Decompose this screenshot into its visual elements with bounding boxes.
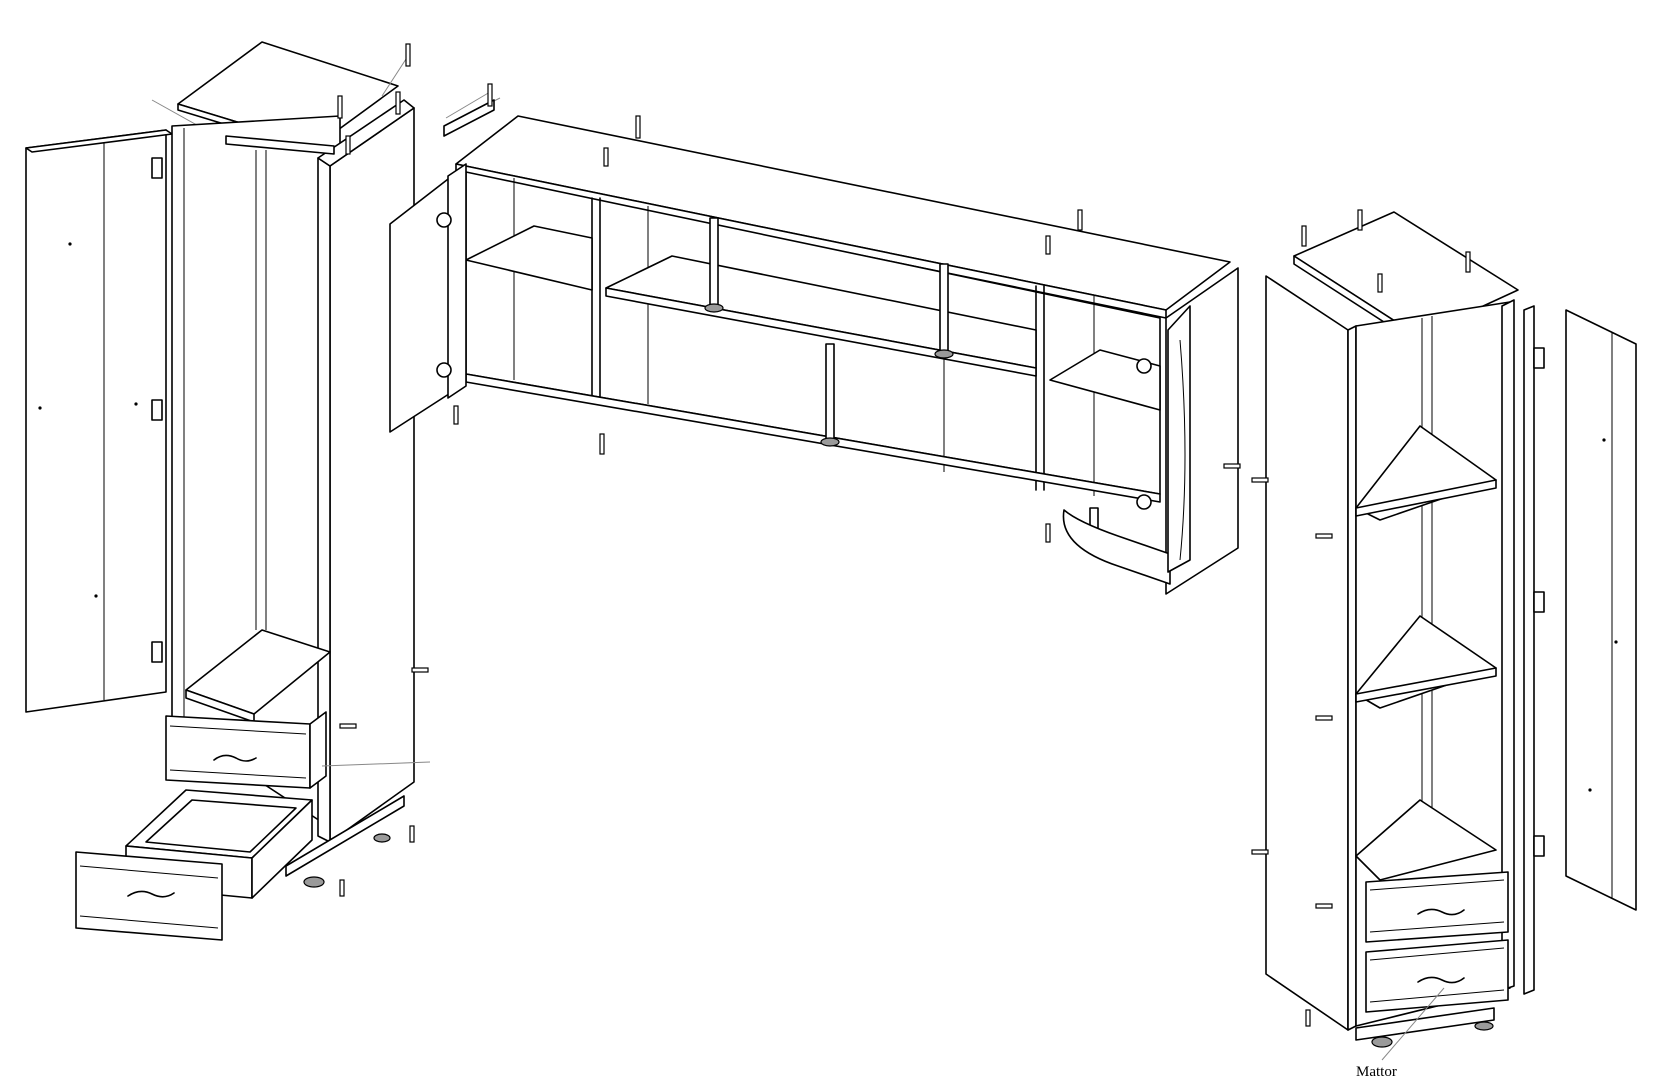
right-cabinet-left-side [1265,275,1349,1031]
door-hinge-icon [151,157,163,663]
wall-unit-shelf [1049,349,1161,411]
drawer-handle-icon [1417,976,1465,984]
drawer-handle-icon [1417,908,1465,916]
callout-label: Mattor [1356,1064,1397,1080]
dowel-pin-icon [337,43,429,897]
drawer-front-panel [75,851,223,941]
door-hinge-icon [1136,494,1152,510]
dowel-pin-icon [1251,209,1471,1027]
center-wall-unit [389,83,1241,595]
right-cabinet-plinth [1355,1007,1495,1041]
curved-shelf [1062,509,1171,585]
wall-unit-left-door [389,163,467,433]
wall-unit-right-door [1167,305,1191,573]
adjustable-leg-icon [303,833,391,888]
left-cabinet-drawer-upper [165,711,327,789]
wall-unit-shelf [465,225,593,291]
right-cabinet-drawer-lower [1365,939,1509,1013]
drawer-handle-icon [213,754,257,762]
right-cabinet-shelf [1355,799,1497,881]
door-hinge-icon [436,212,452,228]
left-tall-cabinet [25,41,431,941]
right-tall-cabinet: Mattor [1251,209,1637,1080]
right-cabinet-drawer-upper [1365,871,1509,943]
door-hinge-icon [1533,591,1545,613]
door-hinge-icon [1136,358,1152,374]
door-hinge-icon [1533,835,1545,857]
right-cabinet-door [1523,305,1637,995]
adjustable-leg-icon [1371,1021,1494,1048]
drawer-handle-icon [127,890,175,898]
door-hinge-icon [436,362,452,378]
wall-unit-right-end [1062,267,1239,595]
door-hinge-icon [1533,347,1545,369]
dowel-pin-icon [453,83,1241,543]
left-cabinet-drawer-lower [75,789,313,941]
left-cabinet-plinth [285,795,405,877]
top-rail [225,135,335,155]
left-cabinet-door [25,129,173,713]
